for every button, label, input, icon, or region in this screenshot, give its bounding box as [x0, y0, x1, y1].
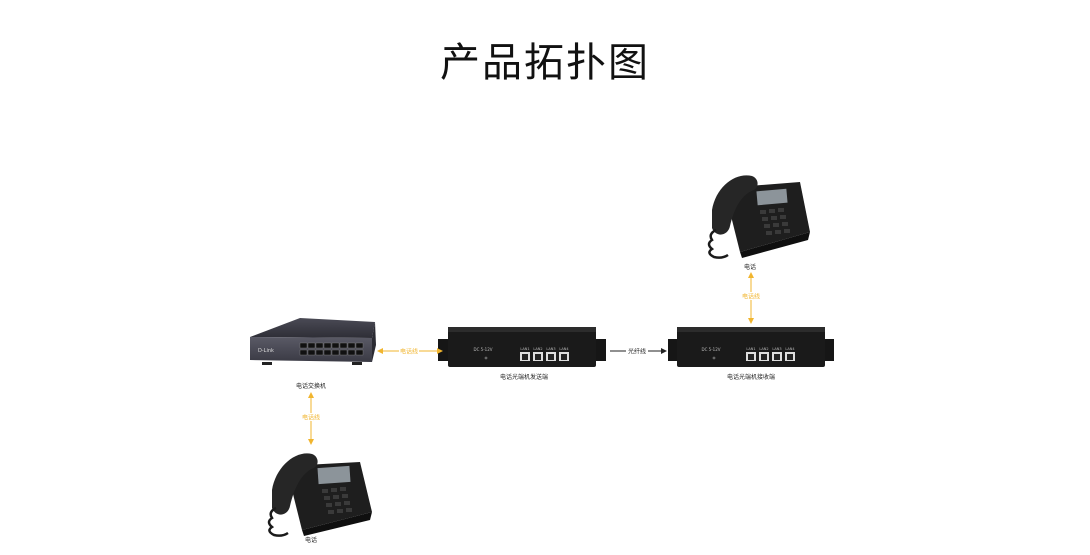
receiver-dc-text: DC 5-12V: [702, 347, 721, 352]
transmitter-dc-text: DC 5-12V: [474, 347, 493, 352]
switch-brand-text: D-Link: [258, 348, 274, 354]
phone-bottom: [267, 453, 372, 537]
link-switch-transmitter-label: 电话线: [400, 348, 418, 356]
link-receiver-phone: 电话线: [739, 272, 763, 324]
receiver-label: 电话光端机接收端: [727, 373, 775, 381]
link-switch-phone-label: 电话线: [302, 414, 320, 422]
transmitter-device: DC 5-12V LAN1 LAN2 LAN3 LAN4: [438, 327, 606, 367]
receiver-device: DC 5-12V LAN1 LAN2 LAN3 LAN4: [668, 327, 834, 367]
transmitter-port-2: LAN2: [533, 347, 542, 351]
receiver-port-2: LAN2: [759, 347, 768, 351]
phone-bottom-label: 电话: [305, 536, 317, 544]
transmitter-port-1: LAN1: [520, 347, 529, 351]
transmitter-port-4: LAN4: [559, 347, 569, 351]
phone-top-label: 电话: [744, 263, 756, 271]
link-switch-transmitter: 电话线: [377, 347, 443, 356]
link-switch-phone: 电话线: [299, 392, 323, 445]
transmitter-label: 电话光端机发送端: [500, 373, 548, 381]
link-receiver-phone-label: 电话线: [742, 293, 760, 301]
page-title: 产品拓扑图: [440, 40, 650, 86]
receiver-port-1: LAN1: [746, 347, 755, 351]
link-transmitter-receiver: 光纤线: [610, 347, 667, 356]
phone-top: [707, 175, 810, 259]
switch-device: D-Link: [250, 318, 376, 365]
transmitter-port-3: LAN3: [546, 347, 555, 351]
receiver-port-4: LAN4: [785, 347, 795, 351]
switch-label: 电话交换机: [296, 382, 326, 390]
link-transmitter-receiver-label: 光纤线: [628, 348, 646, 356]
receiver-port-3: LAN3: [772, 347, 781, 351]
switch-ports: [299, 342, 364, 356]
